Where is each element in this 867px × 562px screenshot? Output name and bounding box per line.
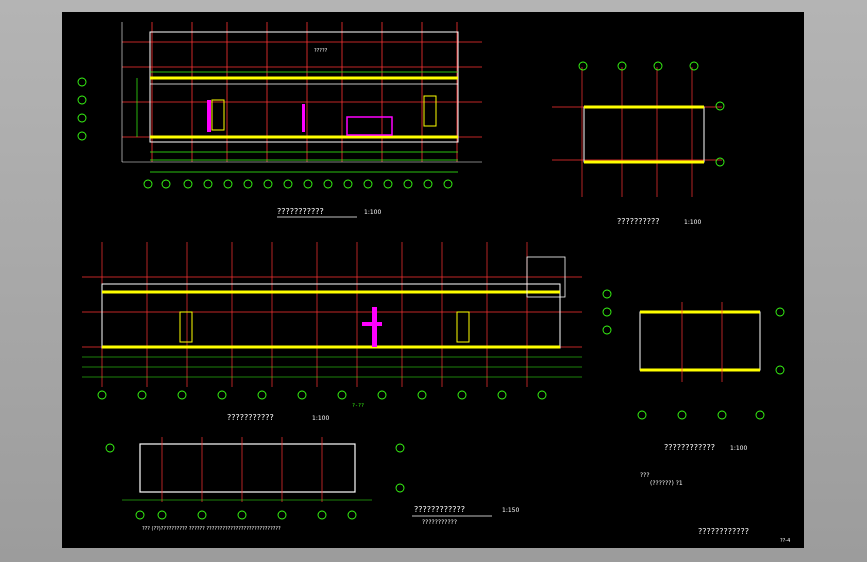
drawing-sheet: ??????????? 1:100 ????? ??? xyxy=(62,12,804,548)
note-line-1: ??? xyxy=(640,472,650,479)
plan-3-axis-bubbles xyxy=(97,289,612,400)
plan-2-outline xyxy=(583,106,705,163)
plan-4-outline xyxy=(639,311,761,371)
plan-1: ??????????? 1:100 ????? xyxy=(77,22,482,218)
plan-5-scale: 1:150 xyxy=(502,507,519,514)
plan-1-scale: 1:100 xyxy=(364,209,381,216)
drawing-canvas: ??????????? 1:100 ????? ??? xyxy=(77,22,790,544)
plan-5-outline xyxy=(139,443,356,493)
plan-1-room-label: ????? xyxy=(314,48,328,54)
note-line-2: (??????) ?1 xyxy=(650,480,683,487)
plan-2-grid xyxy=(552,67,722,197)
sheet-title: ???????????? xyxy=(698,527,749,536)
plan-4-scale: 1:100 xyxy=(730,445,747,452)
plan-2-scale: 1:100 xyxy=(684,219,701,226)
plan-4: ???????????? 1:100 ??? (??????) ?1 xyxy=(637,302,785,487)
plan-4-axis-bubbles xyxy=(637,307,785,420)
sheet-number: ??-4 xyxy=(780,538,790,544)
plan-5-axis-bubbles xyxy=(105,443,405,520)
plan-2: ?????????? 1:100 xyxy=(552,61,725,226)
plan-1-title: ??????????? xyxy=(277,207,324,216)
plan-1-walls xyxy=(121,22,482,163)
plan-3-outline xyxy=(101,283,561,349)
plan-4-title: ???????????? xyxy=(664,443,715,452)
plan-1-dimensions xyxy=(136,71,458,173)
bottom-note: ??? (??)?????????? ?????? ??????????????… xyxy=(142,526,281,532)
plan-3-grid xyxy=(82,242,582,387)
plan-1-axis-bubbles xyxy=(77,77,453,189)
plan-1-grid xyxy=(122,22,482,162)
plan-5-subtitle: ??????????? xyxy=(422,519,457,526)
plan-5-title: ???????????? xyxy=(414,505,465,514)
plan-3-scale: 1:100 xyxy=(312,415,329,422)
plan-2-axis-bubbles xyxy=(578,61,725,167)
plan-3: ??????????? 1:100 ?-?? xyxy=(82,242,612,422)
plan-2-title: ?????????? xyxy=(617,217,659,226)
plan-5: ??? (??)?????????? ?????? ??????????????… xyxy=(105,437,519,532)
plan-3-title: ??????????? xyxy=(227,413,274,422)
plan-3-mark: ?-?? xyxy=(352,403,364,409)
